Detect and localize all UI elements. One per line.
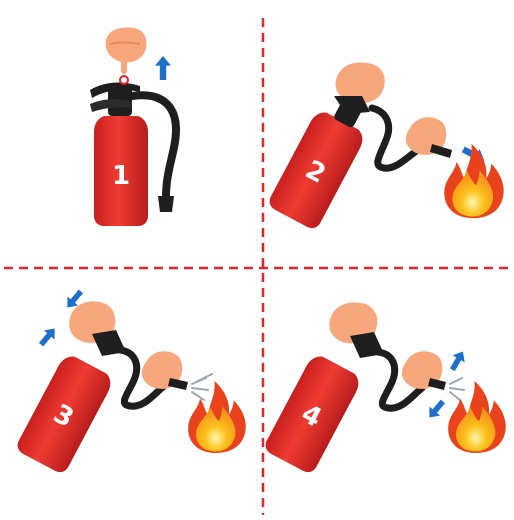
- flame: [444, 144, 503, 218]
- step-1-panel: 1: [90, 28, 176, 227]
- flame: [188, 381, 246, 453]
- nozzle: [428, 378, 446, 390]
- sweep-arrow-down: [424, 397, 448, 422]
- up-arrow: [155, 56, 171, 80]
- nozzle: [158, 196, 174, 212]
- hand-pulling-pin: [106, 28, 147, 75]
- spray-lines: [192, 374, 212, 400]
- step-4-panel: 4: [262, 303, 505, 476]
- spray-lines: [450, 378, 464, 400]
- step-2-panel: 2: [266, 63, 503, 232]
- flame: [448, 381, 506, 453]
- sweep-arrow-up: [446, 348, 469, 373]
- step-1-number: 1: [112, 161, 130, 191]
- nozzle: [168, 378, 188, 390]
- squeeze-arrow-bottom: [36, 324, 60, 349]
- step-3-panel: 3: [14, 287, 245, 476]
